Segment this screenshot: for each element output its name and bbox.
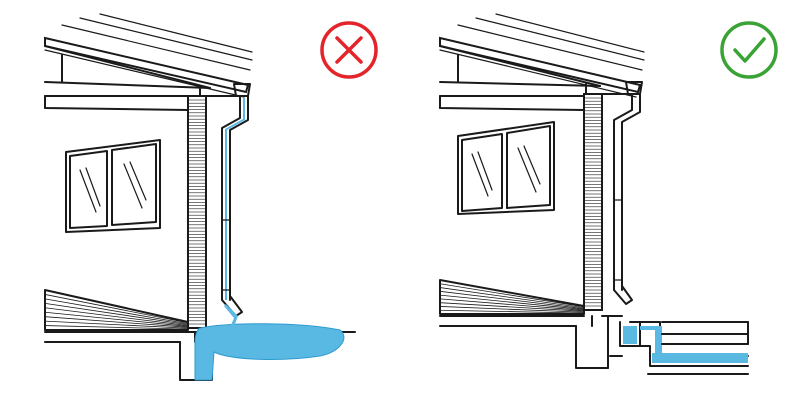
floor-boards bbox=[439, 279, 585, 315]
x-mark-icon bbox=[320, 21, 378, 79]
downspout bbox=[221, 95, 249, 332]
window bbox=[65, 139, 161, 233]
floor-boards bbox=[44, 289, 189, 331]
panel-incorrect bbox=[44, 13, 378, 381]
water-puddle bbox=[194, 323, 345, 381]
downspout bbox=[613, 93, 641, 305]
check-mark-icon bbox=[720, 21, 778, 79]
window bbox=[457, 121, 555, 215]
house-wall bbox=[187, 95, 207, 329]
roof bbox=[439, 13, 645, 98]
house-wall bbox=[583, 93, 603, 311]
panel-correct bbox=[439, 13, 778, 375]
ceiling-beam bbox=[439, 95, 585, 111]
roof bbox=[44, 13, 253, 98]
ceiling-beam bbox=[44, 95, 189, 111]
patio bbox=[647, 321, 749, 375]
